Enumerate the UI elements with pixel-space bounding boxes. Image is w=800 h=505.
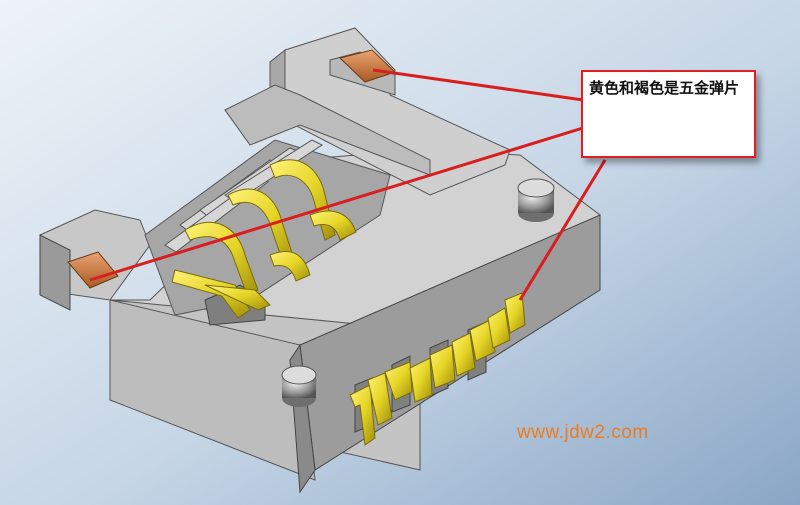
annotation-callout: 黄色和褐色是五金弹片: [581, 70, 756, 158]
annotation-text: 黄色和褐色是五金弹片: [589, 79, 740, 97]
callout-leader-lines: [89, 68, 607, 301]
brown-metal-tabs: [67, 49, 396, 289]
brown-tab-left: [67, 251, 119, 289]
connector-housing: [39, 27, 601, 494]
gold-solder-tails: [349, 292, 526, 446]
gold-spring-contacts: [171, 159, 357, 319]
mounting-pegs: [281, 178, 555, 407]
watermark-text: www.jdw2.com: [517, 422, 649, 443]
